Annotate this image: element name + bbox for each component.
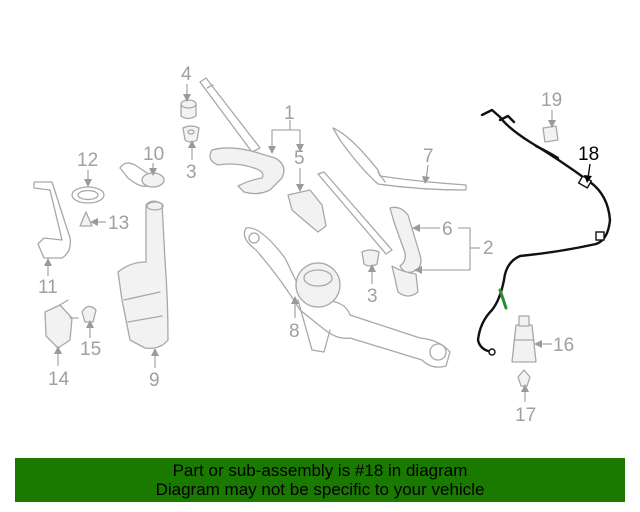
label-part-9: 9 (149, 370, 160, 391)
part-9-reservoir (117, 200, 169, 349)
part-7-wiper-blade (332, 127, 467, 191)
label-part-14: 14 (48, 369, 70, 390)
label-part-10: 10 (143, 144, 164, 165)
banner-line-2: Diagram may not be specific to your vehi… (155, 480, 485, 499)
part-1-wiper-arm (199, 77, 285, 195)
part-17-grommet (517, 369, 531, 387)
label-part-7: 7 (423, 146, 434, 167)
info-banner: Part or sub-assembly is #18 in diagram D… (15, 458, 625, 502)
label-part-3-top: 3 (186, 162, 197, 183)
label-part-4: 4 (181, 64, 192, 85)
label-part-19: 19 (541, 90, 562, 111)
part-11-bracket (33, 181, 71, 259)
label-part-11: 11 (38, 277, 58, 298)
part-8-linkage (243, 227, 451, 368)
part-16-nozzle (511, 315, 537, 363)
label-part-15: 15 (80, 339, 101, 360)
leader-lines (44, 84, 592, 402)
part-3-nut-middle (361, 249, 380, 267)
part-10-filler-cap (119, 162, 165, 188)
label-part-18: 18 (578, 144, 599, 165)
label-part-12: 12 (77, 150, 98, 171)
banner-line-1: Part or sub-assembly is #18 in diagram (172, 461, 468, 480)
label-part-5: 5 (294, 148, 305, 169)
label-part-3-middle: 3 (367, 286, 378, 307)
part-4-cap (180, 99, 197, 120)
label-part-8: 8 (289, 321, 300, 342)
part-13-grommet (79, 211, 93, 227)
part-3-nut-top (182, 125, 200, 143)
part-14-pump (44, 299, 79, 349)
part-12-seal-ring (71, 186, 105, 204)
label-part-16: 16 (553, 335, 574, 356)
callout-labels: 1 2 3 3 4 5 6 7 8 9 10 11 12 13 14 15 16… (38, 64, 599, 426)
part-5-cover (287, 189, 327, 233)
label-part-6: 6 (442, 219, 453, 240)
part-15-cap (81, 305, 97, 323)
label-part-17: 17 (515, 405, 536, 426)
label-part-1: 1 (284, 103, 295, 124)
part-6-wiper-arm (317, 171, 422, 297)
part-18-washer-hose (476, 108, 612, 356)
label-part-13: 13 (108, 213, 129, 234)
label-part-2: 2 (483, 238, 494, 259)
part-19-clip (542, 125, 559, 143)
